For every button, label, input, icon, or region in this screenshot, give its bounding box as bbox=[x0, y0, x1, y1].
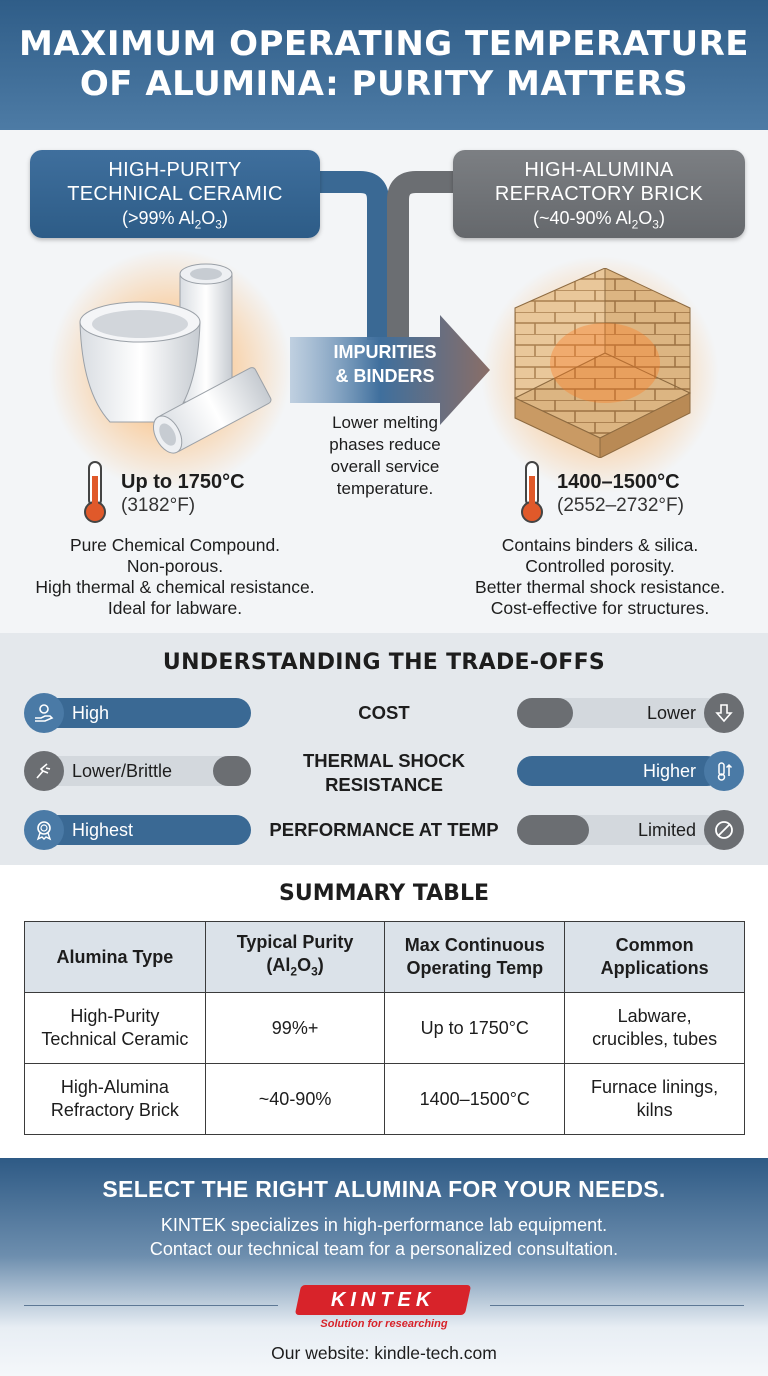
cell-applications: Furnace linings,kilns bbox=[564, 1063, 745, 1135]
connector-pipes bbox=[320, 171, 453, 340]
cell-temp: Up to 1750°C bbox=[384, 992, 566, 1064]
refractory-brick-illustration bbox=[513, 268, 692, 458]
tradeoffs-title: UNDERSTANDING THE TRADE-OFFS bbox=[162, 650, 606, 675]
high-purity-name-1: HIGH-PURITY bbox=[108, 159, 242, 181]
tradeoffs-section: UNDERSTANDING THE TRADE-OFFS High COST L… bbox=[0, 633, 768, 865]
title-line-1: MAXIMUM OPERATING TEMPERATURE bbox=[18, 24, 750, 64]
comparison-section: HIGH-PURITY TECHNICAL CERAMIC (>99% Al2O… bbox=[0, 130, 768, 633]
website-link[interactable]: Our website: kindle-tech.com bbox=[271, 1343, 497, 1363]
high-alumina-name-1: HIGH-ALUMINA bbox=[524, 159, 674, 181]
cell-purity: ~40-90% bbox=[204, 1063, 386, 1135]
high-alumina-description: Contains binders & silica.Controlled por… bbox=[475, 535, 725, 618]
cost-right-value: Lower bbox=[646, 703, 696, 723]
high-alumina-purity: (~40-90% Al2O3) bbox=[533, 208, 665, 232]
footer-section: SELECT THE RIGHT ALUMINA FOR YOUR NEEDS.… bbox=[0, 1158, 768, 1376]
perf-right-bar-fill bbox=[517, 815, 589, 845]
impurities-arrow bbox=[290, 315, 490, 425]
shock-right-bar bbox=[517, 756, 722, 786]
perf-left-value: Highest bbox=[72, 820, 134, 840]
high-alumina-temp-f: (2552–2732°F) bbox=[557, 495, 684, 516]
cost-right-bar-fill bbox=[517, 698, 573, 728]
perf-metric-label: PERFORMANCE AT TEMP bbox=[269, 819, 499, 840]
logo-tagline: Solution for researching bbox=[320, 1318, 448, 1330]
header-alumina-type: Alumina Type bbox=[24, 921, 206, 993]
cost-metric-label: COST bbox=[358, 702, 410, 723]
cell-temp: 1400–1500°C bbox=[384, 1063, 566, 1135]
high-purity-name-2: TECHNICAL CERAMIC bbox=[67, 183, 283, 205]
high-purity-temp-c: Up to 1750°C bbox=[121, 471, 245, 493]
cta-line-2: Contact our technical team for a persona… bbox=[149, 1239, 619, 1259]
high-alumina-name-2: REFRACTORY BRICK bbox=[494, 183, 704, 205]
high-purity-description: Pure Chemical Compound.Non-porous.High t… bbox=[35, 535, 315, 618]
summary-table: Alumina Type Typical Purity(Al2O3) Max C… bbox=[24, 921, 745, 1135]
ceramic-crucible-illustration bbox=[79, 263, 272, 454]
kintek-logo[interactable]: KINTEK bbox=[294, 1285, 472, 1315]
shock-right-value: Higher bbox=[642, 761, 696, 781]
high-alumina-label-box: HIGH-ALUMINA REFRACTORY BRICK (~40-90% A… bbox=[453, 150, 745, 238]
high-purity-purity: (>99% Al2O3) bbox=[122, 208, 228, 232]
crack-icon bbox=[24, 751, 64, 791]
page-title: MAXIMUM OPERATING TEMPERATURE OF ALUMINA… bbox=[0, 24, 768, 104]
table-header-row: Alumina Type Typical Purity(Al2O3) Max C… bbox=[24, 921, 745, 993]
thermometer-icon bbox=[521, 461, 543, 523]
title-line-2: OF ALUMINA: PURITY MATTERS bbox=[79, 64, 689, 104]
header-typical-purity: Typical Purity(Al2O3) bbox=[204, 921, 386, 993]
summary-title: SUMMARY TABLE bbox=[279, 881, 489, 906]
hand-coin-icon bbox=[24, 693, 64, 733]
high-purity-label-box: HIGH-PURITY TECHNICAL CERAMIC (>99% Al2O… bbox=[30, 150, 320, 238]
shock-left-value: Lower/Brittle bbox=[72, 761, 173, 781]
prohibited-icon bbox=[704, 810, 744, 850]
shock-left-bar-fill bbox=[213, 756, 251, 786]
cta-line-1: KINTEK specializes in high-performance l… bbox=[160, 1215, 608, 1235]
cta-heading: SELECT THE RIGHT ALUMINA FOR YOUR NEEDS. bbox=[102, 1176, 666, 1202]
high-alumina-temp-c: 1400–1500°C bbox=[557, 471, 680, 493]
arrow-down-icon bbox=[704, 693, 744, 733]
perf-right-value: Limited bbox=[637, 820, 696, 840]
footer-divider-left bbox=[24, 1305, 278, 1306]
header-banner: MAXIMUM OPERATING TEMPERATURE OF ALUMINA… bbox=[0, 0, 768, 130]
cell-applications: Labware,crucibles, tubes bbox=[564, 992, 745, 1064]
high-alumina-temp: 1400–1500°C (2552–2732°F) bbox=[557, 470, 684, 518]
arrow-label: IMPURITIES& BINDERS bbox=[333, 342, 437, 386]
thermometer-up-icon bbox=[704, 751, 744, 791]
thermometer-icon bbox=[84, 461, 106, 523]
summary-section: SUMMARY TABLE Alumina Type Typical Purit… bbox=[0, 865, 768, 1158]
cell-purity: 99%+ bbox=[204, 992, 386, 1064]
award-badge-icon bbox=[24, 810, 64, 850]
cost-left-value: High bbox=[72, 703, 110, 723]
high-purity-temp-f: (3182°F) bbox=[121, 495, 196, 516]
footer-divider-right bbox=[490, 1305, 744, 1306]
high-purity-temp: Up to 1750°C (3182°F) bbox=[121, 470, 245, 518]
